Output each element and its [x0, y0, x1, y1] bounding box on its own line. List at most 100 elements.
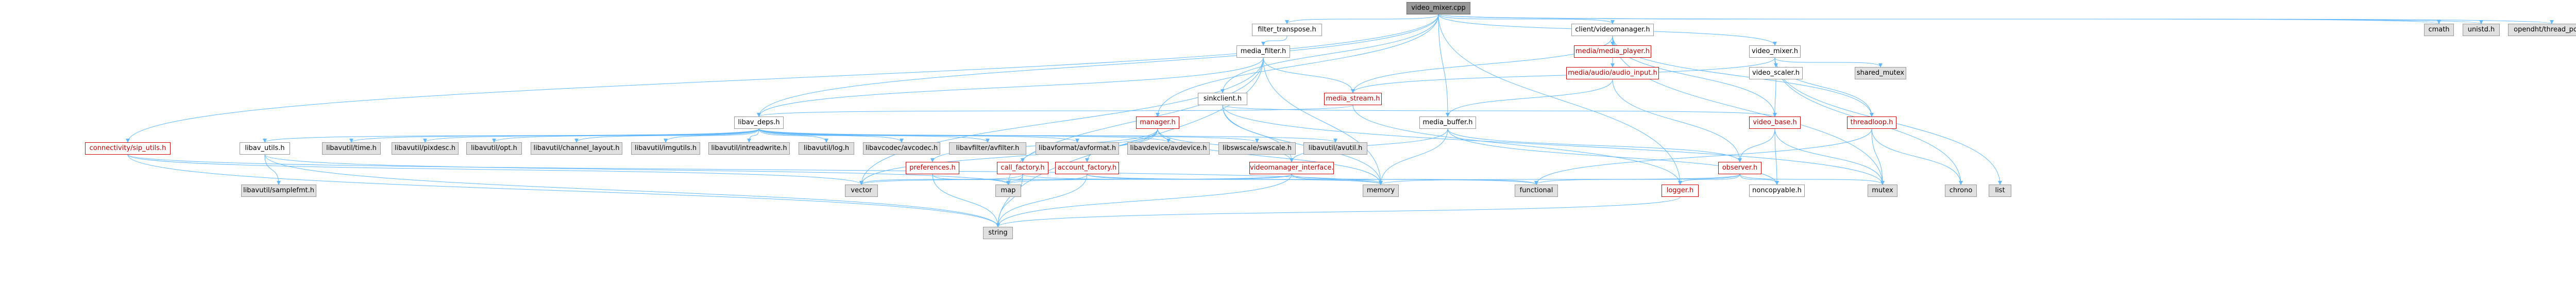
edge-threadloop-h-to-mutex: [1871, 128, 1885, 185]
node-video-mixer-h[interactable]: video_mixer.h: [1749, 45, 1801, 58]
node-map[interactable]: map: [995, 185, 1021, 197]
edge-connectivity-sip-utils-h-to-string: [127, 154, 1000, 227]
edge-manager-h-to-vector: [859, 128, 1158, 185]
edge-client-videomanager-h-to-media-stream-h: [1351, 36, 1613, 93]
edge-videomanager-interface-h-to-memory: [1291, 174, 1383, 185]
node-client-videomanager-h[interactable]: client/videomanager.h: [1571, 24, 1654, 36]
edge-observer-h-to-mutex: [1739, 174, 1885, 185]
edge-video-mixer-cpp-to-filter-transpose-h: [1285, 14, 1439, 24]
edge-video-mixer-cpp-to-media-buffer-h: [1438, 14, 1450, 117]
edge-libav-utils-h-to-string: [264, 154, 1000, 227]
node-media-audio-audio-input-h[interactable]: media/audio/audio_input.h: [1566, 67, 1659, 79]
node-string[interactable]: string: [983, 227, 1013, 239]
node-libavutil-log-h[interactable]: libavutil/log.h: [799, 142, 854, 155]
edge-videomanager-interface-h-to-functional: [1291, 174, 1538, 185]
edge-libav-deps-h-to-libavutil-pixdesc-h: [423, 128, 759, 143]
node-video-scaler-h[interactable]: video_scaler.h: [1749, 67, 1803, 79]
node-video-mixer-cpp: video_mixer.cpp: [1406, 2, 1470, 14]
node-logger-h[interactable]: logger.h: [1662, 185, 1699, 197]
node-media-stream-h[interactable]: media_stream.h: [1324, 93, 1382, 105]
edge-media-buffer-h-to-videomanager-interface-h: [1290, 128, 1448, 162]
edge-libav-deps-h-to-libavutil-avutil-h: [758, 128, 1337, 143]
edge-media-filter-h-to-libav-deps-h: [757, 57, 1264, 117]
edge-media-audio-audio-input-h-to-observer-h: [1612, 79, 1742, 162]
edge-libav-utils-h-to-map: [264, 154, 1010, 185]
edge-sinkclient-h-to-mutex: [1222, 105, 1885, 185]
edge-call-factory-h-to-vector: [859, 174, 1023, 185]
node-media-media-player-h[interactable]: media/media_player.h: [1574, 45, 1651, 58]
edge-libav-utils-h-to-libavutil-samplefmt-h: [264, 154, 281, 185]
node-threadloop-h[interactable]: threadloop.h: [1847, 116, 1896, 129]
node-libavutil-opt-h[interactable]: libavutil/opt.h: [466, 142, 522, 155]
node-account-factory-h[interactable]: account_factory.h: [1055, 162, 1119, 174]
node-sinkclient-h[interactable]: sinkclient.h: [1198, 93, 1247, 105]
node-list[interactable]: list: [1989, 185, 2011, 197]
node-libavutil-time-h[interactable]: libavutil/time.h: [322, 142, 381, 155]
edge-libav-deps-h-to-libav-utils-h: [263, 128, 759, 143]
node-unistd-h[interactable]: unistd.h: [2463, 24, 2500, 36]
node-libavformat-avformat-h[interactable]: libavformat/avformat.h: [1036, 142, 1119, 155]
node-libav-deps-h[interactable]: libav_deps.h: [734, 116, 784, 129]
edge-media-buffer-h-to-memory: [1379, 128, 1448, 185]
node-functional[interactable]: functional: [1515, 185, 1558, 197]
edge-libav-deps-h-to-libavcodec-avcodec-h: [758, 128, 904, 143]
edge-preferences-h-to-string: [932, 174, 1000, 227]
node-manager-h[interactable]: manager.h: [1136, 116, 1179, 129]
node-noncopyable-h[interactable]: noncopyable.h: [1749, 185, 1805, 197]
node-filter-transpose-h[interactable]: filter_transpose.h: [1252, 24, 1322, 36]
node-libavdevice-avdevice-h[interactable]: libavdevice/avdevice.h: [1127, 142, 1210, 155]
node-libavfilter-avfilter-h[interactable]: libavfilter/avfilter.h: [949, 142, 1026, 155]
edge-media-filter-h-to-vector: [859, 57, 1264, 185]
node-cmath[interactable]: cmath: [2424, 24, 2454, 36]
node-videomanager-interface-h[interactable]: videomanager_interface.h: [1249, 162, 1334, 174]
edge-media-stream-h-to-libav-deps-h: [757, 105, 1353, 117]
edge-observer-h-to-memory: [1379, 174, 1740, 185]
edge-media-buffer-h-to-observer-h: [1447, 128, 1742, 162]
node-call-factory-h[interactable]: call_factory.h: [997, 162, 1048, 174]
node-libavutil-pixdesc-h[interactable]: libavutil/pixdesc.h: [392, 142, 459, 155]
edge-client-videomanager-h-to-mutex: [1612, 36, 1885, 185]
node-libavutil-intreadwrite-h[interactable]: libavutil/intreadwrite.h: [708, 142, 790, 155]
edge-video-base-h-to-observer-h: [1738, 128, 1775, 162]
node-vector[interactable]: vector: [845, 185, 878, 197]
node-connectivity-sip-utils-h[interactable]: connectivity/sip_utils.h: [85, 142, 171, 155]
edge-libav-deps-h-to-libavutil-channel-layout-h: [574, 128, 759, 143]
node-memory[interactable]: memory: [1363, 185, 1399, 197]
node-libavutil-samplefmt-h[interactable]: libavutil/samplefmt.h: [241, 185, 316, 197]
node-media-filter-h[interactable]: media_filter.h: [1236, 45, 1290, 58]
edge-observer-h-to-noncopyable-h: [1739, 174, 1779, 185]
edge-call-factory-h-to-string: [996, 174, 1023, 227]
node-chrono[interactable]: chrono: [1945, 185, 1977, 197]
node-observer-h[interactable]: observer.h: [1718, 162, 1761, 174]
node-libavutil-imgutils-h[interactable]: libavutil/imgutils.h: [631, 142, 700, 155]
edge-media-stream-h-to-logger-h: [1352, 105, 1682, 185]
edge-media-filter-h-to-media-stream-h: [1263, 57, 1355, 93]
node-libswscale-swscale-h[interactable]: libswscale/swscale.h: [1218, 142, 1296, 155]
edge-manager-h-to-memory: [1157, 128, 1383, 185]
edge-threadloop-h-to-chrono: [1871, 128, 1963, 185]
node-video-base-h[interactable]: video_base.h: [1749, 116, 1801, 129]
node-opendht-thread-pool-h[interactable]: opendht/thread_pool.h: [2508, 24, 2576, 36]
edge-sinkclient-h-to-memory: [1222, 105, 1383, 185]
node-media-buffer-h[interactable]: media_buffer.h: [1419, 116, 1476, 129]
edge-libav-deps-h-to-libavutil-imgutils-h: [664, 128, 759, 143]
edge-libav-deps-h-to-libavutil-log-h: [758, 128, 828, 143]
node-libavutil-channel-layout-h[interactable]: libavutil/channel_layout.h: [531, 142, 622, 155]
edge-video-mixer-h-to-media-stream-h: [1351, 57, 1775, 93]
edge-video-mixer-cpp-to-sinkclient-h: [1221, 14, 1439, 93]
node-libavutil-avutil-h[interactable]: libavutil/avutil.h: [1303, 142, 1367, 155]
node-libav-utils-h[interactable]: libav_utils.h: [240, 142, 290, 155]
node-shared-mutex[interactable]: shared_mutex: [1855, 67, 1906, 79]
edge-logger-h-to-string: [996, 196, 1681, 227]
node-mutex[interactable]: mutex: [1868, 185, 1897, 197]
node-libavcodec-avcodec-h[interactable]: libavcodec/avcodec.h: [863, 142, 940, 155]
edge-media-audio-audio-input-h-to-media-buffer-h: [1446, 79, 1613, 117]
edge-video-mixer-cpp-to-opendht-thread-pool-h: [1438, 14, 2554, 24]
edge-media-filter-h-to-memory: [1263, 57, 1383, 185]
node-preferences-h[interactable]: preferences.h: [906, 162, 959, 174]
edge-media-buffer-h-to-noncopyable-h: [1447, 128, 1779, 185]
edge-video-scaler-h-to-video-base-h: [1773, 79, 1777, 117]
edge-account-factory-h-to-string: [996, 174, 1088, 227]
